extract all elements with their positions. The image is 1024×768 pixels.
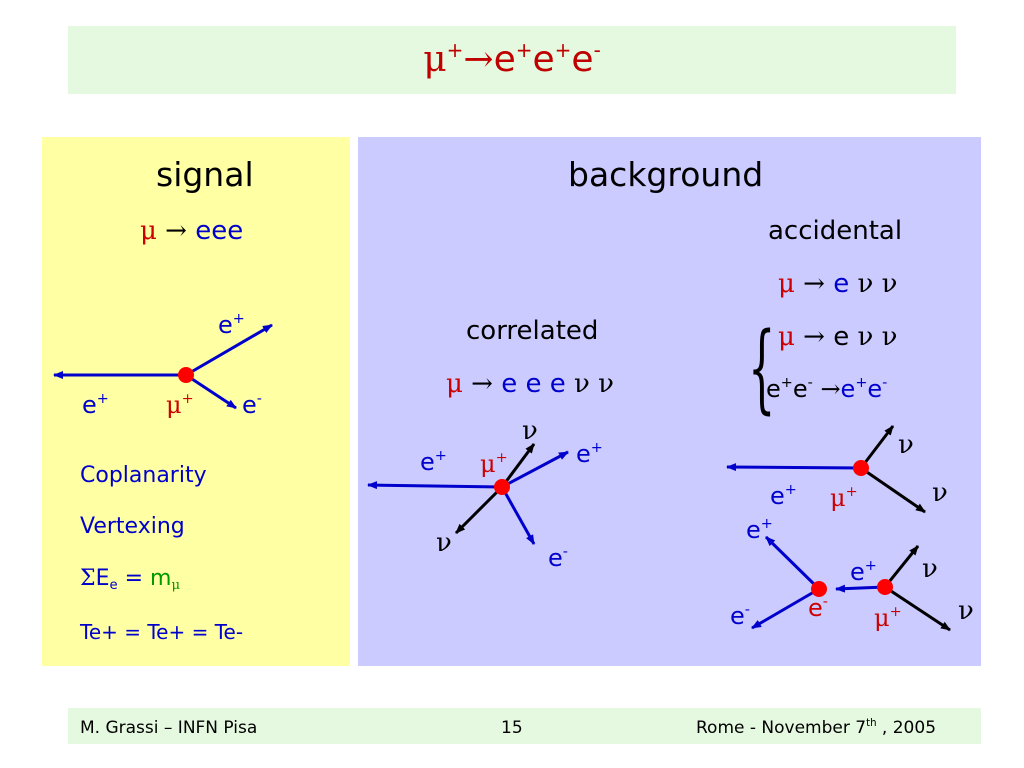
e-plus-connect-track (835, 584, 886, 593)
signal-e-minus-label: e- (242, 390, 262, 419)
nu-right-track (884, 585, 951, 632)
e-plus-left-track (367, 481, 503, 490)
acc2-nu-right-label: ν (958, 596, 974, 626)
accidental-diagram-1 (726, 425, 926, 514)
correlated-diagram (367, 443, 569, 545)
acc2-e-plus-top-label: e+ (746, 515, 773, 544)
criterion-vertexing: Vertexing (80, 514, 185, 539)
e-plus-track (726, 463, 862, 472)
signal-heading: signal (156, 155, 254, 194)
title-band: μ+→e+e+e- (68, 26, 956, 94)
nu-top-track (859, 425, 895, 469)
acc1-e-plus-label: e+ (770, 481, 797, 510)
slide-title: μ+→e+e+e- (423, 38, 601, 80)
acc2-nu-top-label: ν (922, 554, 938, 584)
acc2-e-minus-left-label: e- (730, 601, 750, 630)
criterion-timing: Te+ = Te+ = Te- (80, 620, 244, 644)
correlated-decay: μ → e e e ν ν (446, 369, 614, 399)
acc2-e-minus-mid-label: e- (808, 593, 828, 622)
acc1-nu-top-label: ν (898, 430, 914, 460)
e-plus-right-track (501, 450, 569, 489)
e-plus-up-track (764, 535, 821, 591)
footer-author: M. Grassi – INFN Pisa (80, 718, 258, 738)
background-panel (358, 137, 981, 666)
e-plus-top-track (185, 323, 273, 377)
footer-place-date: Rome - November 7th , 2005 (696, 717, 937, 738)
e-minus-down-track (751, 587, 820, 630)
criterion-coplanarity: Coplanarity (80, 463, 207, 488)
curly-brace: { (748, 312, 776, 424)
nu-top-track (883, 545, 920, 588)
signal-e-plus-left-label: e+ (82, 390, 109, 419)
conversion-vertex (811, 581, 827, 597)
nu-top-track (500, 443, 536, 488)
nu-right-track (860, 466, 926, 514)
acc2-mu-label: μ+ (874, 603, 902, 632)
corr-nu-top-label: ν (522, 416, 538, 446)
signal-vertex (178, 367, 194, 383)
accidental-decay-1: μ → e ν ν (778, 269, 898, 299)
background-heading: background (568, 155, 764, 194)
accidental-diagram-2 (751, 535, 951, 632)
correlated-vertex (494, 479, 510, 495)
corr-e-plus-left-label: e+ (420, 447, 447, 476)
corr-e-plus-right-label: e+ (576, 439, 603, 468)
signal-decay: μ → eee (140, 216, 244, 246)
corr-nu-left-label: ν (436, 528, 452, 558)
corr-e-minus-label: e- (548, 543, 568, 572)
e-minus-track (500, 486, 536, 545)
pair-conversion: e+e- →e+e- (766, 374, 888, 403)
footer: M. Grassi – INFN Pisa 15 Rome - November… (68, 708, 981, 744)
criterion-energy-sum: ΣEe = mμ (80, 566, 181, 593)
nu-left-track (454, 485, 504, 535)
accidental-vertex-2 (877, 579, 893, 595)
signal-diagram (53, 323, 273, 410)
corr-mu-label: μ+ (480, 449, 508, 478)
signal-panel (42, 137, 350, 666)
acc2-e-plus-mid-label: e+ (850, 557, 877, 586)
e-minus-track (185, 373, 237, 410)
correlated-label: correlated (466, 316, 599, 346)
accidental-vertex-1 (853, 460, 869, 476)
signal-mu-label: μ+ (166, 390, 194, 419)
acc1-mu-label: μ+ (830, 483, 858, 512)
signal-e-plus-top-label: e+ (218, 310, 245, 339)
accidental-label: accidental (768, 216, 903, 246)
accidental-decay-2: μ → e ν ν (778, 322, 898, 352)
footer-page-number: 15 (501, 718, 523, 738)
acc1-nu-right-label: ν (932, 478, 948, 508)
